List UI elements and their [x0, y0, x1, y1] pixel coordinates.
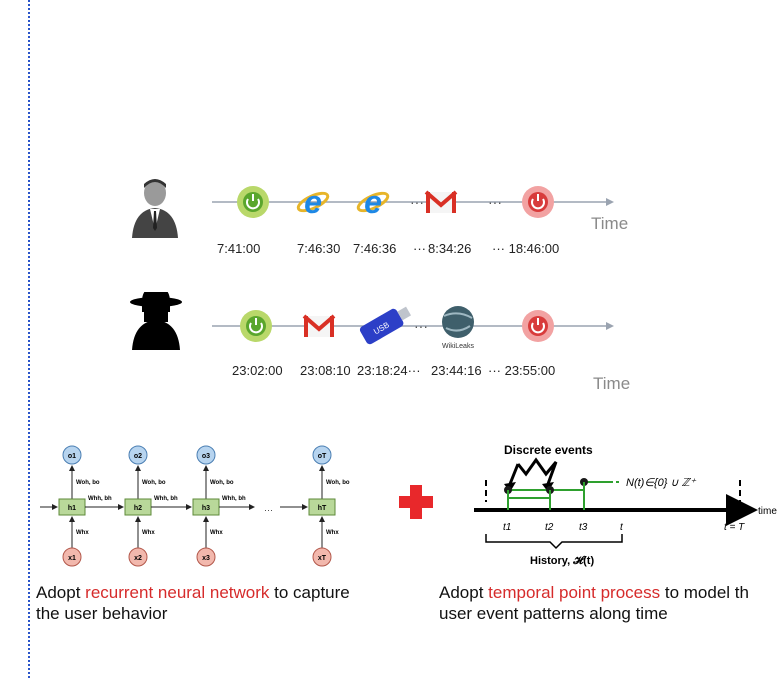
caption-text: Adopt	[439, 583, 489, 602]
output-node	[196, 445, 216, 465]
rnn-caption: Adopt recurrent neural network to captur…	[36, 582, 350, 624]
timeline-ellipsis: ···	[488, 194, 502, 210]
caption-text: Adopt	[36, 583, 86, 602]
input-label: x3	[202, 555, 210, 562]
event-time: ···	[413, 241, 426, 256]
output-node	[62, 445, 82, 465]
discrete-events-title: Discrete events	[504, 443, 593, 457]
tick-label: t = T	[724, 522, 745, 533]
counting-step-function	[504, 478, 622, 510]
event-time: 23:44:16	[431, 363, 482, 378]
hidden-node	[308, 498, 336, 516]
input-node	[312, 547, 332, 567]
caption-text: user event patterns along time	[439, 604, 668, 623]
weight-label: Whh, bh	[222, 496, 246, 502]
caption-highlight: recurrent neural network	[85, 583, 270, 602]
weight-label: Whh, bh	[88, 496, 112, 502]
normal-user-icon	[132, 179, 178, 238]
spy-icon	[130, 292, 182, 350]
wikileaks-label: WikiLeaks	[442, 343, 474, 350]
input-label: x2	[134, 555, 142, 562]
output-label: o2	[134, 453, 142, 460]
event-time: ··· 18:46:00	[492, 241, 560, 256]
input-label: x1	[68, 555, 76, 562]
weight-label: Whh, bh	[154, 496, 178, 502]
event-time: 7:41:00	[217, 241, 261, 256]
power-off-icon	[522, 186, 554, 218]
rnn-ellipsis: ···	[264, 505, 273, 515]
rnn-diagram: o1 h1 x1 Woh, bo Whx Whh, bh o2 h2 x2 Woh, bo Whx W…	[40, 445, 350, 567]
event-time: ··· 23:55:00	[488, 363, 556, 378]
usb-drive-icon: USB	[359, 306, 412, 345]
time-axis-label: time	[758, 506, 777, 517]
hidden-label: h2	[134, 505, 142, 512]
event-time: 7:46:36	[353, 241, 397, 256]
time-axis-label: Time	[591, 214, 629, 233]
time-axis-label: Time	[593, 374, 631, 393]
hidden-label: hT	[318, 505, 327, 512]
internet-explorer-icon: e	[296, 184, 330, 220]
weight-label: Woh, bo	[326, 480, 350, 486]
input-label: xT	[318, 555, 327, 562]
hidden-label: h3	[202, 505, 210, 512]
tpp-caption: Adopt temporal point process to model th…	[439, 582, 783, 624]
weight-label: Whx	[76, 530, 89, 536]
power-on-icon	[237, 186, 269, 218]
input-node	[62, 547, 82, 567]
tick-label: t2	[545, 522, 554, 533]
svg-text:e: e	[304, 184, 322, 220]
event-time: 23:08:10	[300, 363, 351, 378]
output-label: o3	[202, 453, 210, 460]
timeline-ellipsis: ···	[410, 194, 424, 210]
rnn-cell: o1 h1 x1 Woh, bo Whx	[58, 445, 100, 567]
internet-explorer-icon: e	[356, 184, 390, 220]
output-label: o1	[68, 453, 76, 460]
svg-text:e: e	[364, 184, 382, 220]
wikileaks-icon: WikiLeaks	[442, 306, 474, 350]
weight-label: Whx	[326, 530, 339, 536]
plus-icon	[399, 485, 433, 519]
left-dotted-divider	[28, 0, 30, 678]
power-on-icon	[240, 310, 272, 342]
event-time: 8:34:26	[428, 241, 472, 256]
gmail-icon	[424, 190, 458, 213]
malicious-user-timeline: USB ··· WikiLeaks	[130, 292, 614, 350]
tick-label: t3	[579, 522, 588, 533]
weight-label: Woh, bo	[76, 480, 100, 486]
temporal-point-process-diagram: Discrete events N(t)∈{0} ∪ ℤ⁺ t1 t2 t3 t…	[474, 443, 777, 567]
timeline-ellipsis: ···	[414, 318, 428, 334]
hidden-label: h1	[68, 505, 76, 512]
output-node	[312, 445, 332, 465]
event-time: 23:02:00	[232, 363, 283, 378]
output-label: oT	[318, 453, 327, 460]
power-off-icon	[522, 310, 554, 342]
input-node	[128, 547, 148, 567]
caption-text: to capture	[269, 583, 350, 602]
caption-text: the user behavior	[36, 604, 168, 623]
rnn-cell: o3 h3 x3 Woh, bo Whx	[192, 445, 234, 567]
normal-user-timeline: e e ··· ···	[132, 179, 614, 238]
rnn-cell: o2 h2 x2 Woh, bo Whx	[124, 445, 166, 567]
output-node	[128, 445, 148, 465]
weight-label: Woh, bo	[142, 480, 166, 486]
gmail-icon	[302, 314, 336, 337]
rnn-cell: oT hT xT Woh, bo Whx	[308, 445, 350, 567]
tick-label: t1	[503, 522, 511, 533]
weight-label: Woh, bo	[210, 480, 234, 486]
input-node	[196, 547, 216, 567]
caption-text: to model th	[660, 583, 749, 602]
counting-process-formula: N(t)∈{0} ∪ ℤ⁺	[626, 477, 697, 489]
event-time: 23:18:24···	[357, 363, 421, 378]
tick-label: t	[620, 522, 624, 533]
event-time: 7:46:30	[297, 241, 341, 256]
history-label: History, 𝓗(t)	[530, 555, 594, 567]
weight-label: Whx	[210, 530, 223, 536]
weight-label: Whx	[142, 530, 155, 536]
caption-highlight: temporal point process	[488, 583, 661, 602]
